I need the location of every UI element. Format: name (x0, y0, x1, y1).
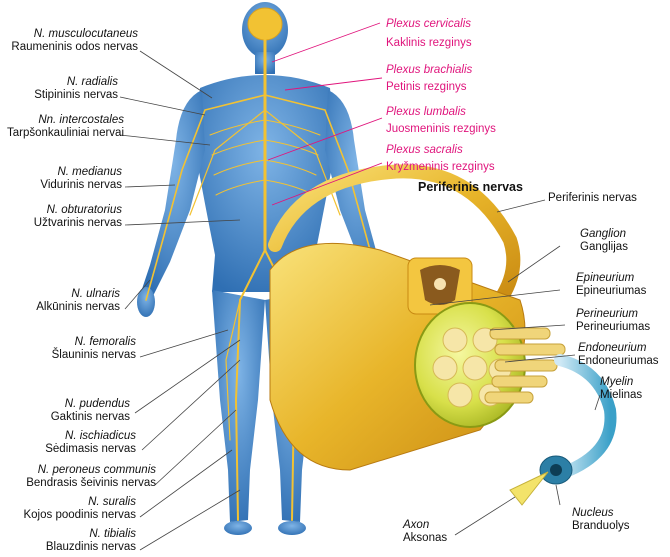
label-axon: Axon Aksonas (403, 519, 447, 545)
label-latin: Epineurium (576, 272, 646, 285)
label-intercostales: Nn. intercostales Tarpšonkauliniai nerva… (7, 114, 124, 140)
label-name: Petinis rezginys (386, 81, 472, 94)
label-name: Vidurinis nervas (40, 179, 122, 192)
label-latin: Plexus cervicalis (386, 18, 472, 31)
label-latin: N. femoralis (52, 336, 136, 349)
label-plexus-lumbalis: Plexus lumbalis Juosmeninis rezginys (386, 106, 496, 136)
label-name: Endoneuriumas (578, 355, 659, 368)
label-ulnaris: N. ulnaris Alkūninis nervas (36, 288, 120, 314)
label-name: Branduolys (572, 520, 630, 533)
label-latin: N. radialis (34, 76, 118, 89)
label-obturatorius: N. obturatorius Užtvarinis nervas (34, 204, 122, 230)
label-latin: Axon (403, 519, 447, 532)
label-latin: Myelin (600, 376, 642, 389)
label-name: Bendrasis šeivinis nervas (26, 477, 156, 490)
label-latin: Ganglion (580, 228, 628, 241)
label-endoneurium: Endoneurium Endoneuriumas (578, 342, 659, 368)
label-latin: N. obturatorius (34, 204, 122, 217)
label-name: Raumeninis odos nervas (11, 41, 138, 54)
label-femoralis: N. femoralis Šlauninis nervas (52, 336, 136, 362)
label-latin: Nn. intercostales (7, 114, 124, 127)
label-name: Stipininis nervas (34, 89, 118, 102)
label-name: Užtvarinis nervas (34, 217, 122, 230)
label-latin: Endoneurium (578, 342, 659, 355)
label-ganglion: Ganglion Ganglijas (580, 228, 628, 254)
label-plexus-sacralis: Plexus sacralis Kryžmeninis rezginys (386, 144, 495, 174)
label-suralis: N. suralis Kojos poodinis nervas (23, 496, 136, 522)
label-latin: N. medianus (40, 166, 122, 179)
label-name: Sėdimasis nervas (45, 443, 136, 456)
label-perineurium: Perineurium Perineuriumas (576, 308, 650, 334)
label-name: Kojos poodinis nervas (23, 509, 136, 522)
detail-title: Periferinis nervas (418, 181, 523, 194)
label-latin: Plexus lumbalis (386, 106, 496, 119)
label-name: Aksonas (403, 532, 447, 545)
label-name: Blauzdinis nervas (46, 541, 136, 554)
label-tibialis: N. tibialis Blauzdinis nervas (46, 528, 136, 554)
label-latin: N. peroneus communis (26, 464, 156, 477)
label-pudendus: N. pudendus Gaktinis nervas (51, 398, 130, 424)
label-latin: N. ischiadicus (45, 430, 136, 443)
label-peroneus: N. peroneus communis Bendrasis šeivinis … (26, 464, 156, 490)
label-name: Alkūninis nervas (36, 301, 120, 314)
label-name: Mielinas (600, 389, 642, 402)
label-myelin: Myelin Mielinas (600, 376, 642, 402)
label-name: Kryžmeninis rezginys (386, 161, 495, 174)
label-name: Periferinis nervas (548, 192, 637, 205)
label-latin: N. pudendus (51, 398, 130, 411)
label-name: Epineuriumas (576, 285, 646, 298)
label-medianus: N. medianus Vidurinis nervas (40, 166, 122, 192)
label-plexus-cervicalis: Plexus cervicalis Kaklinis rezginys (386, 18, 472, 50)
label-latin: N. tibialis (46, 528, 136, 541)
label-nucleus: Nucleus Branduolys (572, 507, 630, 533)
label-ischiadicus: N. ischiadicus Sėdimasis nervas (45, 430, 136, 456)
label-name: Ganglijas (580, 241, 628, 254)
label-name: Šlauninis nervas (52, 349, 136, 362)
label-plexus-brachialis: Plexus brachialis Petinis rezginys (386, 64, 472, 94)
label-name: Gaktinis nervas (51, 411, 130, 424)
label-latin: N. suralis (23, 496, 136, 509)
label-musculocutaneus: N. musculocutaneus Raumeninis odos nerva… (11, 28, 138, 54)
label-latin: Nucleus (572, 507, 630, 520)
label-periferinis-nervas: Periferinis nervas (548, 192, 637, 205)
label-radialis: N. radialis Stipininis nervas (34, 76, 118, 102)
label-latin: Plexus sacralis (386, 144, 495, 157)
label-name: Kaklinis rezginys (386, 37, 472, 50)
label-epineurium: Epineurium Epineuriumas (576, 272, 646, 298)
label-latin: N. ulnaris (36, 288, 120, 301)
label-name: Perineuriumas (576, 321, 650, 334)
label-name: Juosmeninis rezginys (386, 123, 496, 136)
label-name: Tarpšonkauliniai nervai (7, 127, 124, 140)
label-latin: Perineurium (576, 308, 650, 321)
label-latin: Plexus brachialis (386, 64, 472, 77)
label-latin: N. musculocutaneus (11, 28, 138, 41)
